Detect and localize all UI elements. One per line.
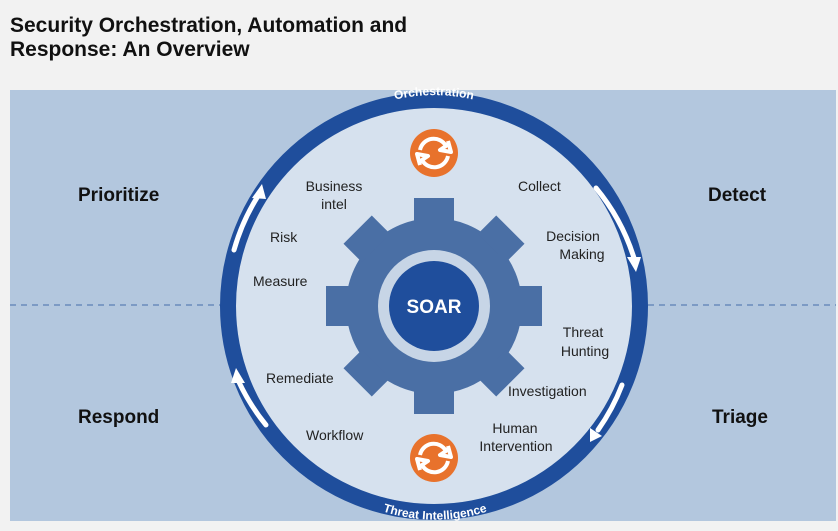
title-line-1: Security Orchestration, Automation and bbox=[10, 14, 408, 37]
step-measure: Measure bbox=[253, 273, 308, 289]
soar-logo-icon-bottom bbox=[410, 434, 458, 482]
gear bbox=[326, 198, 542, 414]
step-collect: Collect bbox=[518, 178, 561, 194]
step-human-intervention-line1: Human bbox=[492, 420, 537, 436]
arrow-head-bottom-left bbox=[231, 368, 245, 383]
step-decision-making-line2: Making bbox=[559, 246, 604, 262]
soar-logo-icon-top bbox=[410, 129, 458, 177]
step-investigation: Investigation bbox=[508, 383, 587, 399]
step-business-intel-line2: intel bbox=[321, 196, 347, 212]
arrow-bottom-right bbox=[595, 382, 625, 433]
step-threat-hunting-line1: Threat bbox=[563, 324, 604, 340]
arrow-head-top-right bbox=[627, 257, 641, 272]
arrow-top-right bbox=[593, 185, 637, 261]
step-workflow: Workflow bbox=[306, 427, 364, 443]
step-threat-hunting-line2: Hunting bbox=[561, 343, 609, 359]
step-business-intel-line1: Business bbox=[306, 178, 363, 194]
arrow-head-top-left bbox=[252, 184, 266, 199]
step-remediate: Remediate bbox=[266, 370, 334, 386]
step-risk: Risk bbox=[270, 229, 298, 245]
outer-ring bbox=[220, 92, 648, 520]
center-circle bbox=[389, 261, 479, 351]
title-line-2: Response: An Overview bbox=[10, 38, 250, 61]
page-title: Security Orchestration, Automation and R… bbox=[10, 14, 610, 62]
corner-prioritize: Prioritize bbox=[78, 185, 159, 206]
corner-respond: Respond bbox=[78, 407, 159, 428]
corner-triage: Triage bbox=[712, 407, 768, 428]
step-human-intervention-line2: Intervention bbox=[479, 438, 552, 454]
ring-label-top: Orchestration bbox=[393, 84, 476, 102]
center-label: SOAR bbox=[407, 297, 462, 318]
arrow-heads bbox=[231, 184, 641, 442]
arrow-head-bottom-right bbox=[590, 428, 602, 442]
corner-detect: Detect bbox=[708, 185, 767, 206]
step-decision-making-line1: Decision bbox=[546, 228, 600, 244]
